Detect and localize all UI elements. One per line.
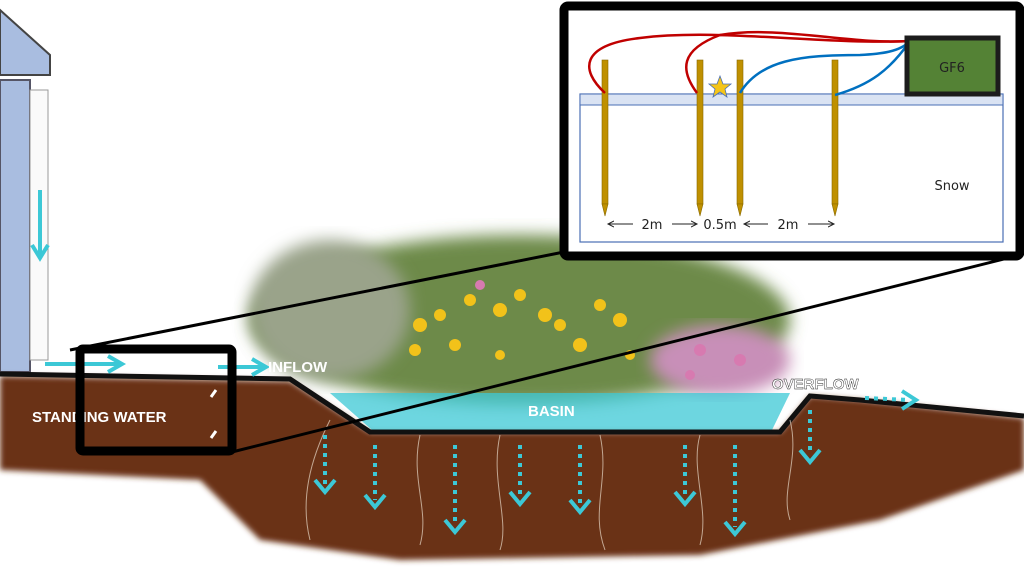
star-icon — [707, 74, 733, 98]
overflow-label: OVERFLOW — [772, 376, 860, 393]
spacing-2: 0.5m — [703, 218, 736, 233]
inset-panel: GF6 Snow 2m 0.5m 2m — [559, 1, 1024, 261]
device-label: GF6 — [939, 61, 965, 76]
basin-label: BASIN — [528, 403, 575, 420]
standing-water-label: STANDING WATER — [32, 409, 167, 426]
gf6-device — [904, 35, 1001, 97]
zoom-connector-lines — [69, 250, 1021, 454]
plants — [250, 235, 790, 405]
spacing-1: 2m — [642, 218, 663, 233]
depth-marker — [209, 389, 218, 439]
wires — [588, 30, 912, 97]
snow-surface — [579, 93, 1004, 106]
infiltration-arrows — [313, 410, 822, 538]
house — [0, 8, 51, 373]
soil — [0, 376, 1024, 560]
snow-label: Snow — [934, 179, 969, 194]
electrode-stakes — [601, 59, 839, 217]
ground-surface — [0, 371, 1024, 435]
snow-layer — [579, 93, 1004, 243]
zoom-region-box — [75, 344, 237, 456]
overflow-arrow — [864, 389, 920, 411]
spacing-3: 2m — [778, 218, 799, 233]
roots — [305, 419, 794, 551]
inflow-label: INFLOW — [268, 359, 328, 376]
basin-water — [330, 393, 790, 430]
